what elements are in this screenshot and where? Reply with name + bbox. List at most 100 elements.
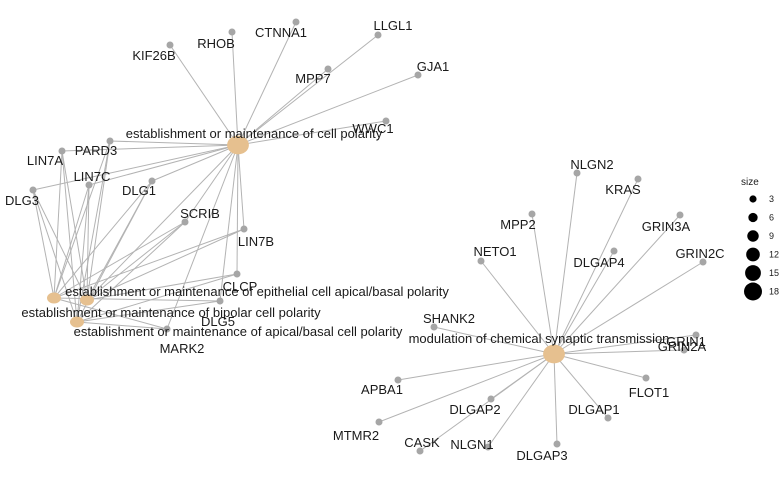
- gene-label-nlgn2: NLGN2: [570, 157, 613, 172]
- edge-c5-MPP2: [531, 213, 555, 355]
- gene-node-cask: [416, 447, 424, 455]
- edge-c3-MARK2: [53, 297, 168, 330]
- category-label-c4: establishment or maintenance of apical/b…: [74, 324, 403, 339]
- gene-label-grin3a: GRIN3A: [642, 219, 691, 234]
- edge-c2-SCRIB: [86, 221, 186, 301]
- gene-node-lin7a: [58, 147, 66, 155]
- category-label-c1: establishment or maintenance of cell pol…: [126, 126, 383, 141]
- legend-label-3: 3: [769, 194, 774, 204]
- gene-node-wwc1: [382, 117, 390, 125]
- gene-node-nlgn2: [573, 169, 581, 177]
- legend-dot-15: [745, 265, 761, 281]
- edge-c3-DLG1: [53, 180, 153, 299]
- gene-label-dlgap3: DLGAP3: [516, 448, 567, 463]
- edge-c1-MPP7: [237, 68, 329, 146]
- category-label-c2: establishment or maintenance of epitheli…: [65, 284, 449, 299]
- gene-node-lin7b: [240, 225, 248, 233]
- edge-c2-LIN7C: [86, 184, 90, 301]
- edge-c1-DLG5: [219, 144, 239, 302]
- gene-label-dlgap2: DLGAP2: [449, 402, 500, 417]
- gene-label-dlgap1: DLGAP1: [568, 402, 619, 417]
- gene-node-dlg5: [216, 297, 224, 305]
- gene-node-dlgap4: [610, 247, 618, 255]
- gene-label-lin7b: LIN7B: [238, 234, 274, 249]
- gene-node-ctnna1: [292, 18, 300, 26]
- edge-c1-CRB: [236, 144, 239, 275]
- gene-label-scrib: SCRIB: [180, 206, 220, 221]
- gene-label-wwc1: WWC1: [352, 121, 393, 136]
- edge-c4-LIN7A: [61, 150, 78, 323]
- gene-node-grin2a: [692, 331, 700, 339]
- gene-node-shank2: [430, 323, 438, 331]
- edge-c1-KIF26B: [169, 44, 239, 146]
- legend-title: size: [741, 177, 759, 188]
- gene-label-grin2c: GRIN2C: [675, 246, 724, 261]
- gene-label-lin7c: LIN7C: [74, 169, 111, 184]
- gene-label-grin2a: GRIN2A: [658, 339, 707, 354]
- legend-label-6: 6: [769, 213, 774, 223]
- gene-label-gja1: GJA1: [417, 59, 450, 74]
- gene-label-pard3: PARD3: [75, 143, 117, 158]
- gene-label-dlg5: DLG5: [201, 314, 235, 329]
- edge-c1-MARK2: [166, 144, 239, 330]
- edge-c2-DLG3: [32, 189, 88, 301]
- gene-node-nlgn1: [484, 443, 492, 451]
- gene-node-gja1: [414, 71, 422, 79]
- gene-node-grin2c: [699, 258, 707, 266]
- edge-c3-LIN7C: [53, 184, 90, 299]
- gene-node-kif26b: [166, 41, 174, 49]
- edge-c1-LIN7A: [61, 144, 239, 152]
- edge-c1-DLG1: [151, 144, 239, 182]
- category-node-c2: [80, 294, 94, 306]
- gene-label-grin1: GRIN1: [666, 334, 706, 349]
- legend-dot-6: [748, 212, 758, 223]
- legend-dot-18: [744, 282, 762, 301]
- legend-label-18: 18: [769, 287, 779, 297]
- edge-c4-LIN7C: [76, 184, 90, 323]
- gene-node-llgl1: [374, 31, 382, 39]
- edge-c5-GRIN2A: [553, 334, 697, 355]
- edge-c5-GRIN3A: [553, 214, 681, 355]
- gene-node-apba1: [394, 376, 402, 384]
- gene-label-dlgap4: DLGAP4: [573, 255, 624, 270]
- gene-label-mark2: MARK2: [160, 341, 205, 356]
- edge-c4-MARK2: [76, 321, 168, 330]
- category-label-c3: establishment or maintenance of bipolar …: [21, 305, 321, 320]
- gene-node-scrib: [181, 218, 189, 226]
- edge-c5-GRIN1: [553, 349, 685, 355]
- gene-label-dlg3: DLG3: [5, 193, 39, 208]
- edge-c1-GJA1: [237, 74, 419, 146]
- gene-label-lin7a: LIN7A: [27, 153, 63, 168]
- gene-node-dlgap2: [487, 395, 495, 403]
- edge-c5-DLGAP3: [553, 353, 558, 445]
- gene-node-kras: [634, 175, 642, 183]
- category-label-c5: modulation of chemical synaptic transmis…: [409, 331, 670, 346]
- edge-c5-DLGAP1: [553, 353, 609, 419]
- gene-label-apba1: APBA1: [361, 382, 403, 397]
- edge-c4-PARD3: [76, 140, 111, 323]
- edge-c4-DLG5: [76, 300, 221, 323]
- edge-c5-NETO1: [480, 260, 555, 355]
- gene-label-ctnna1: CTNNA1: [255, 25, 307, 40]
- edge-c5-KRAS: [553, 178, 639, 355]
- legend-dot-12: [746, 247, 760, 262]
- legend-label-9: 9: [769, 231, 774, 241]
- edge-c1-LIN7C: [88, 144, 239, 186]
- edge-c1-c2: [86, 144, 239, 301]
- legend-label-12: 12: [769, 250, 779, 260]
- gene-label-mtmr2: MTMR2: [333, 428, 379, 443]
- gene-node-pard3: [106, 137, 114, 145]
- edge-c5-MTMR2: [378, 353, 555, 423]
- gene-label-kras: KRAS: [605, 182, 641, 197]
- edge-c4-CRB: [76, 273, 238, 323]
- edge-c2-LIN7A: [61, 150, 88, 301]
- category-node-c4: [70, 316, 84, 328]
- edge-c2-CRB: [86, 273, 238, 301]
- edge-c5-DLGAP4: [553, 250, 615, 355]
- gene-node-rhob: [228, 28, 236, 36]
- gene-node-dlgap1: [604, 414, 612, 422]
- node-layer: [29, 18, 707, 455]
- gene-node-lin7c: [85, 181, 93, 189]
- edge-c1-CTNNA1: [237, 21, 297, 146]
